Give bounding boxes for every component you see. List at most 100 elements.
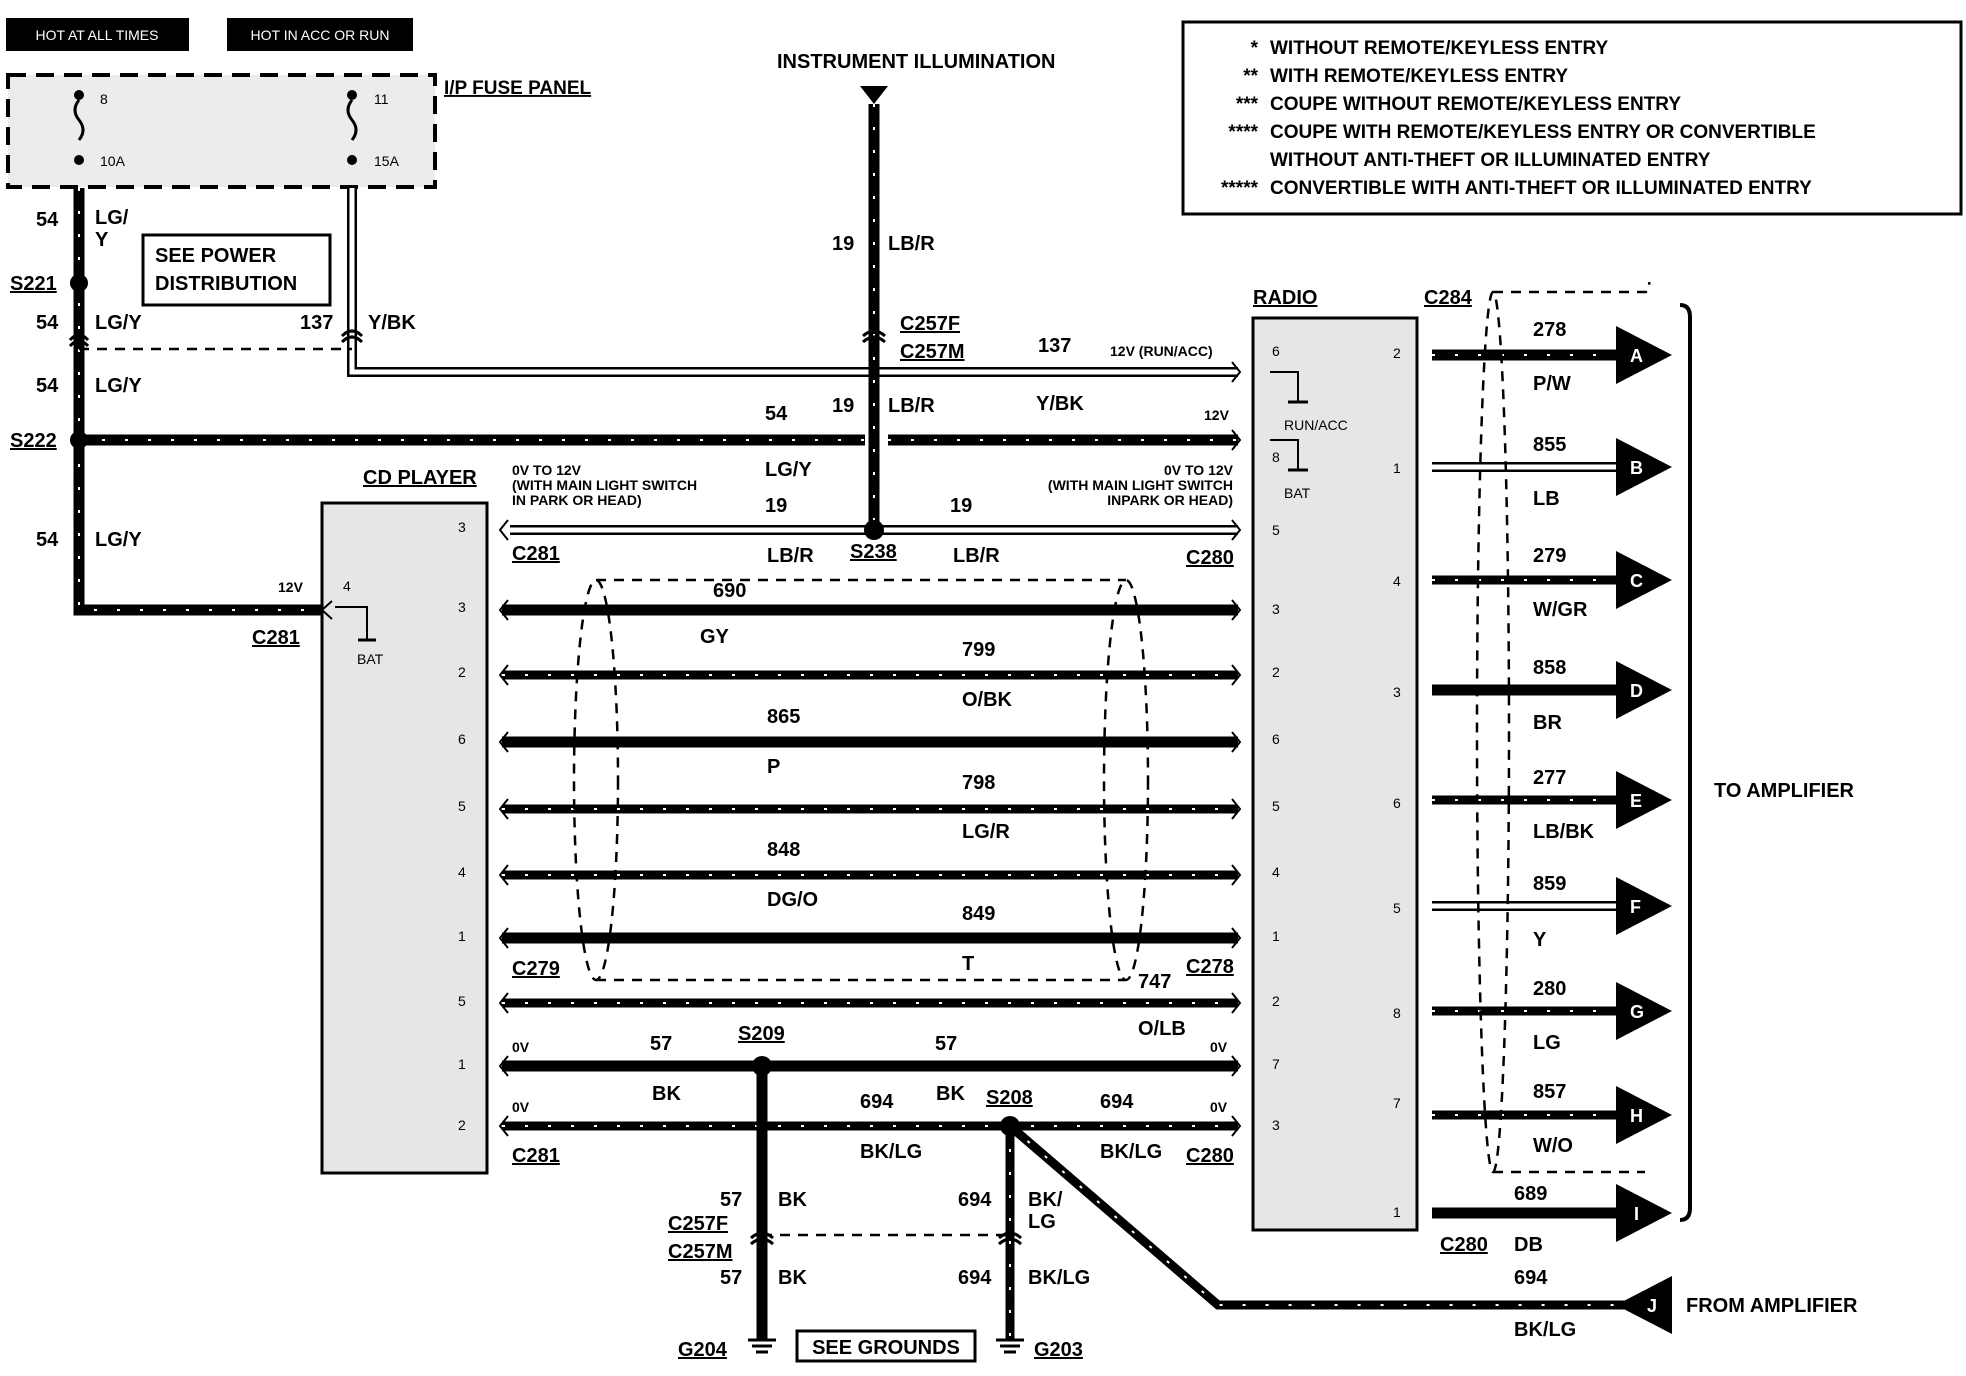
radio-0v-label-2: 0V (1210, 1099, 1228, 1115)
wire-798-number: 798 (962, 772, 995, 794)
wire-137-label-right: 137 (1038, 335, 1071, 357)
wire-277-number: 277 (1533, 767, 1566, 789)
cd-player: CD PLAYER 4 BAT 3 3 2 6 5 4 1 5 1 2 (320, 467, 489, 1175)
wire-858-number: 858 (1533, 657, 1566, 679)
see-power-label: SEE POWER (155, 245, 277, 267)
wire-694-label-bottom: 694 (958, 1267, 992, 1289)
wire-694-label-lower: 694 (958, 1189, 992, 1211)
bk-lg-label-a: BK/ (1028, 1189, 1063, 1211)
wire-799-number: 799 (962, 639, 995, 661)
illum-left-line2: (WITH MAIN LIGHT SWITCH (512, 477, 697, 493)
connector-g-arrow-icon (1616, 982, 1672, 1040)
cd-pin: 3 (458, 519, 466, 535)
lg-y-label-center: LG/Y (765, 459, 812, 481)
cd-0v-label-1: 0V (512, 1039, 530, 1055)
legend-mark-6: ***** (1221, 178, 1259, 199)
radio-left-pin: 1 (1272, 928, 1280, 944)
c281-left-label: C281 (252, 627, 300, 649)
instrument-illumination-label: INSTRUMENT ILLUMINATION (777, 51, 1056, 73)
wire-798-color: LG/R (962, 821, 1010, 843)
wire-54-label-2: 54 (36, 312, 59, 334)
wire-848-color: DG/O (767, 889, 818, 911)
radio-left-pin: 8 (1272, 449, 1280, 465)
radio-right-pin: 7 (1393, 1095, 1401, 1111)
illumination-arrow-icon (860, 86, 888, 104)
lg-y-label-top-b: Y (95, 229, 109, 251)
to-amplifier-label: TO AMPLIFIER (1714, 780, 1855, 802)
s209-label: S209 (738, 1023, 785, 1045)
cd-pin: 5 (458, 993, 466, 1009)
cd-pin: 1 (458, 928, 466, 944)
bk-lg-label-bottom: BK/LG (1028, 1267, 1090, 1289)
cd-bat-ground-icon (335, 606, 368, 640)
wire-747-number: 747 (1138, 971, 1171, 993)
hot-at-all-times-label: HOT AT ALL TIMES (36, 27, 159, 43)
connector-j-arrow-icon (1616, 1276, 1672, 1334)
audio-signal-wires (502, 578, 1238, 1008)
c257f-lower-label: C257F (668, 1213, 728, 1235)
radio-right-pin: 5 (1393, 900, 1401, 916)
fuse-11-amperage: 15A (374, 153, 400, 169)
illum-right-line2: (WITH MAIN LIGHT SWITCH (1048, 477, 1233, 493)
connector-c-letter: C (1630, 571, 1643, 591)
wire-857-number: 857 (1533, 1081, 1566, 1103)
radio-right-pin: 2 (1393, 345, 1401, 361)
radio-bat-icon (1270, 439, 1299, 470)
c284-label: C284 (1424, 287, 1473, 309)
radio-0v-label-1: 0V (1210, 1039, 1228, 1055)
radio-run-acc-label: RUN/ACC (1284, 417, 1348, 433)
splice-s221 (70, 274, 88, 292)
ground-g204-icon (748, 1338, 776, 1354)
amp-shield-icon (1475, 290, 1511, 1174)
legend-mark-2: ** (1243, 66, 1258, 87)
wire-848-number: 848 (767, 839, 800, 861)
radio: RADIO RUN/ACC BAT 6 8 5 3 2 6 5 4 1 2 7 … (1251, 287, 1419, 1232)
wire-690-number: 690 (713, 580, 746, 602)
wire-694-amp-number: 694 (1514, 1267, 1548, 1289)
bk-lg-label-b: LG (1028, 1211, 1056, 1233)
bk-label-lower: BK (778, 1189, 807, 1211)
cd-bat-label: BAT (357, 651, 384, 667)
radio-left-pin: 7 (1272, 1056, 1280, 1072)
cd-pin: 5 (458, 798, 466, 814)
power-headers: HOT AT ALL TIMES HOT IN ACC OR RUN (6, 18, 413, 51)
legend-text-3: COUPE WITHOUT REMOTE/KEYLESS ENTRY (1270, 94, 1681, 115)
wire-280-color: LG (1533, 1032, 1561, 1054)
connector-h-letter: H (1630, 1106, 1643, 1126)
c278-label: C278 (1186, 956, 1234, 978)
wire-54-label-1: 54 (36, 209, 59, 231)
wire-855-color: LB (1533, 488, 1560, 510)
wire-54-label-4: 54 (36, 529, 59, 551)
cd-player-box (320, 501, 489, 1175)
see-grounds-box (795, 1329, 977, 1363)
lb-r-label-right: LB/R (953, 545, 1000, 567)
y-bk-label-left: Y/BK (368, 312, 416, 334)
lg-y-label-4: LG/Y (95, 529, 142, 551)
c281-upper-label: C281 (512, 543, 560, 565)
bk-label-left: BK (652, 1083, 681, 1105)
radio-right-pin: 1 (1393, 1204, 1401, 1220)
connector-g-letter: G (1630, 1002, 1644, 1022)
wire-859-number: 859 (1533, 873, 1566, 895)
s222-label: S222 (10, 430, 57, 452)
legend-mark-1: * (1251, 38, 1259, 59)
wire-855-number: 855 (1533, 434, 1566, 456)
radio-bat-label: BAT (1284, 485, 1311, 501)
fuse-8-icon (73, 99, 85, 141)
wire-137-label-left: 137 (300, 312, 333, 334)
radio-right-pin: 3 (1393, 684, 1401, 700)
fuse-11-icon (346, 99, 358, 141)
connector-h-arrow-icon (1616, 1086, 1672, 1144)
distribution-label: DISTRIBUTION (155, 273, 297, 295)
radio-right-pin: 4 (1393, 573, 1401, 589)
lg-y-label-2: LG/Y (95, 312, 142, 334)
fuse-11-terminal (347, 90, 357, 100)
radio-left-pin: 6 (1272, 731, 1280, 747)
ground-g203-icon (996, 1338, 1024, 1354)
radio-right-pin: 1 (1393, 460, 1401, 476)
g204-label: G204 (678, 1339, 728, 1361)
connector-b-arrow-icon (1616, 438, 1672, 496)
lb-r-label-mid: LB/R (888, 395, 935, 417)
wire-694-label-left: 694 (860, 1091, 894, 1113)
connector-i-arrow-icon (1616, 1184, 1672, 1242)
